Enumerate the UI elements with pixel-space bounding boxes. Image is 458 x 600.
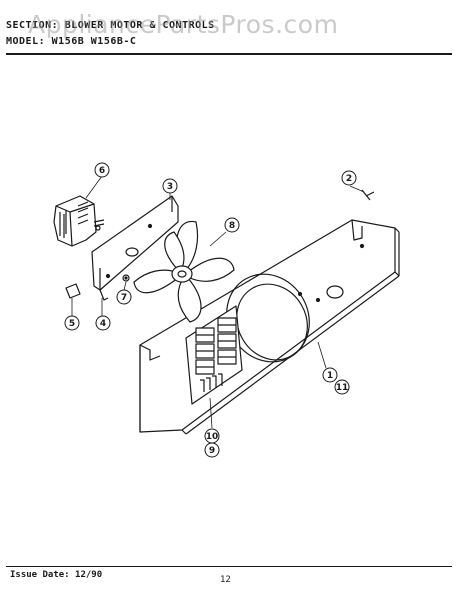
svg-text:2: 2	[346, 174, 352, 184]
callout-2: 2	[341, 170, 357, 186]
section-value: BLOWER MOTOR & CONTROLS	[64, 20, 215, 31]
svg-text:4: 4	[100, 319, 106, 329]
callout-1: 1	[322, 367, 338, 383]
svg-text:1: 1	[327, 371, 333, 381]
motor-bracket-part	[91, 195, 179, 291]
svg-text:8: 8	[229, 221, 235, 231]
section-label: SECTION:	[6, 20, 59, 31]
footer-rule	[6, 566, 452, 567]
callout-4: 4	[95, 315, 111, 331]
callout-3: 3	[162, 178, 178, 194]
callout-7: 7	[116, 289, 132, 305]
callout-9: 9	[204, 442, 220, 458]
header-rule	[6, 53, 452, 55]
callout-5: 5	[64, 315, 80, 331]
small-hardware-parts	[65, 189, 375, 301]
svg-text:7: 7	[121, 293, 127, 303]
model-line: MODEL: W156B W156B-C	[6, 36, 136, 47]
model-value: W156B W156B-C	[51, 36, 137, 47]
svg-text:3: 3	[167, 182, 173, 192]
blower-motor-part	[53, 195, 105, 247]
svg-text:11: 11	[336, 383, 349, 393]
leader-lines	[71, 175, 365, 429]
page-number: 12	[220, 575, 231, 585]
section-line: SECTION: BLOWER MOTOR & CONTROLS	[6, 20, 215, 31]
callout-10: 10	[204, 428, 220, 444]
watermark: AppliancePartsPros.com	[28, 10, 339, 39]
svg-text:9: 9	[209, 446, 215, 456]
callout-11: 11	[334, 379, 350, 395]
svg-text:10: 10	[206, 432, 219, 442]
svg-text:5: 5	[69, 319, 75, 329]
issue-date: Issue Date: 12/90	[10, 570, 103, 580]
circuit-board-part	[185, 305, 243, 405]
fan-blade-part	[133, 220, 235, 323]
callout-8: 8	[224, 217, 240, 233]
model-label: MODEL:	[6, 36, 46, 47]
callout-6: 6	[94, 162, 110, 178]
svg-text:6: 6	[99, 166, 105, 176]
